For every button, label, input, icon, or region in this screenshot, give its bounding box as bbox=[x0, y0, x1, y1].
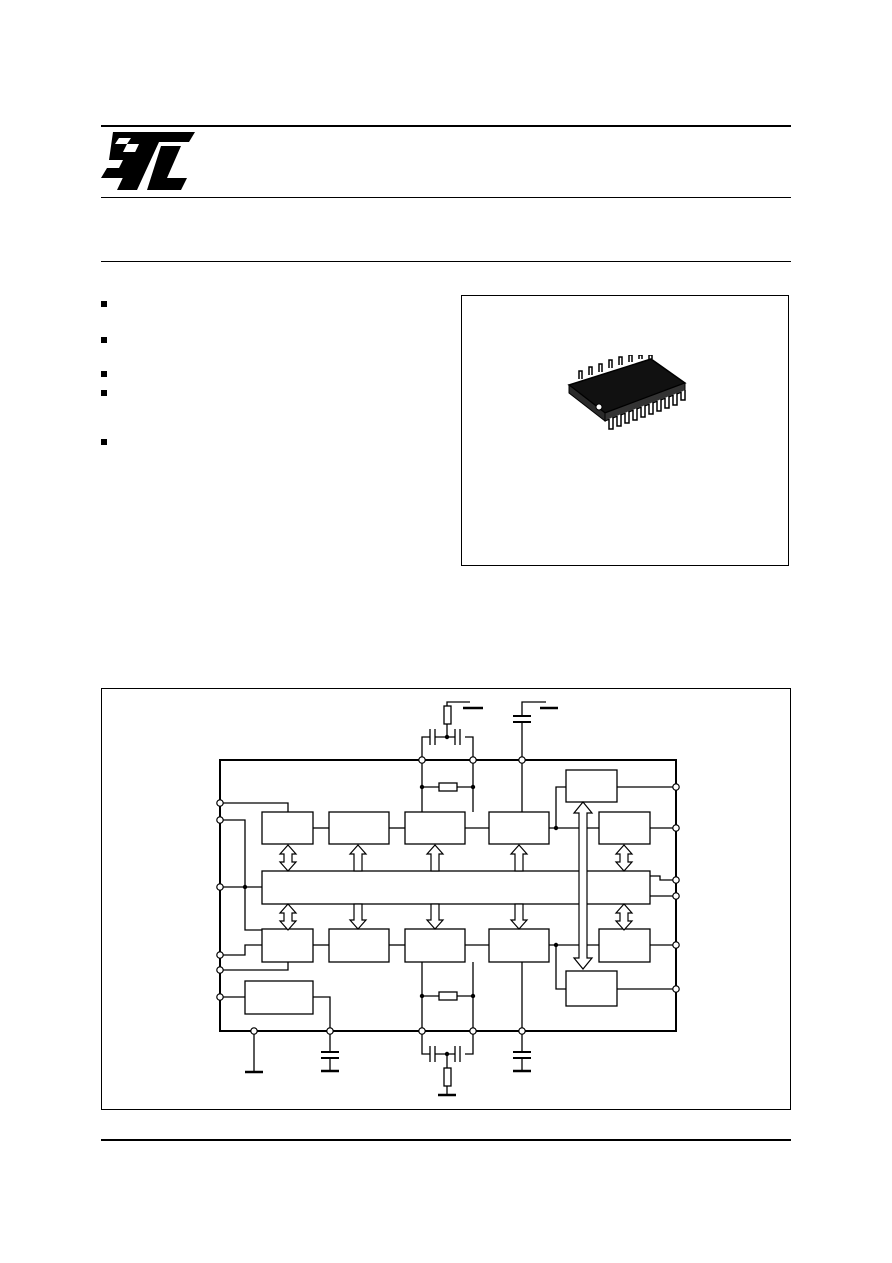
header-bottom-rule bbox=[101, 261, 791, 262]
header-top-rule bbox=[101, 125, 791, 127]
ic-package-icon bbox=[567, 355, 687, 430]
st-logo-icon bbox=[101, 132, 195, 190]
footer-rule bbox=[101, 1139, 791, 1141]
feature-bullet-3 bbox=[101, 371, 107, 377]
block-diagram-frame bbox=[101, 688, 791, 1110]
feature-bullet-2 bbox=[101, 337, 107, 343]
feature-bullet-5 bbox=[101, 439, 107, 445]
feature-bullet-1 bbox=[101, 301, 107, 307]
header-mid-rule bbox=[101, 197, 791, 198]
package-figure bbox=[461, 295, 789, 566]
feature-bullet-4 bbox=[101, 390, 107, 396]
